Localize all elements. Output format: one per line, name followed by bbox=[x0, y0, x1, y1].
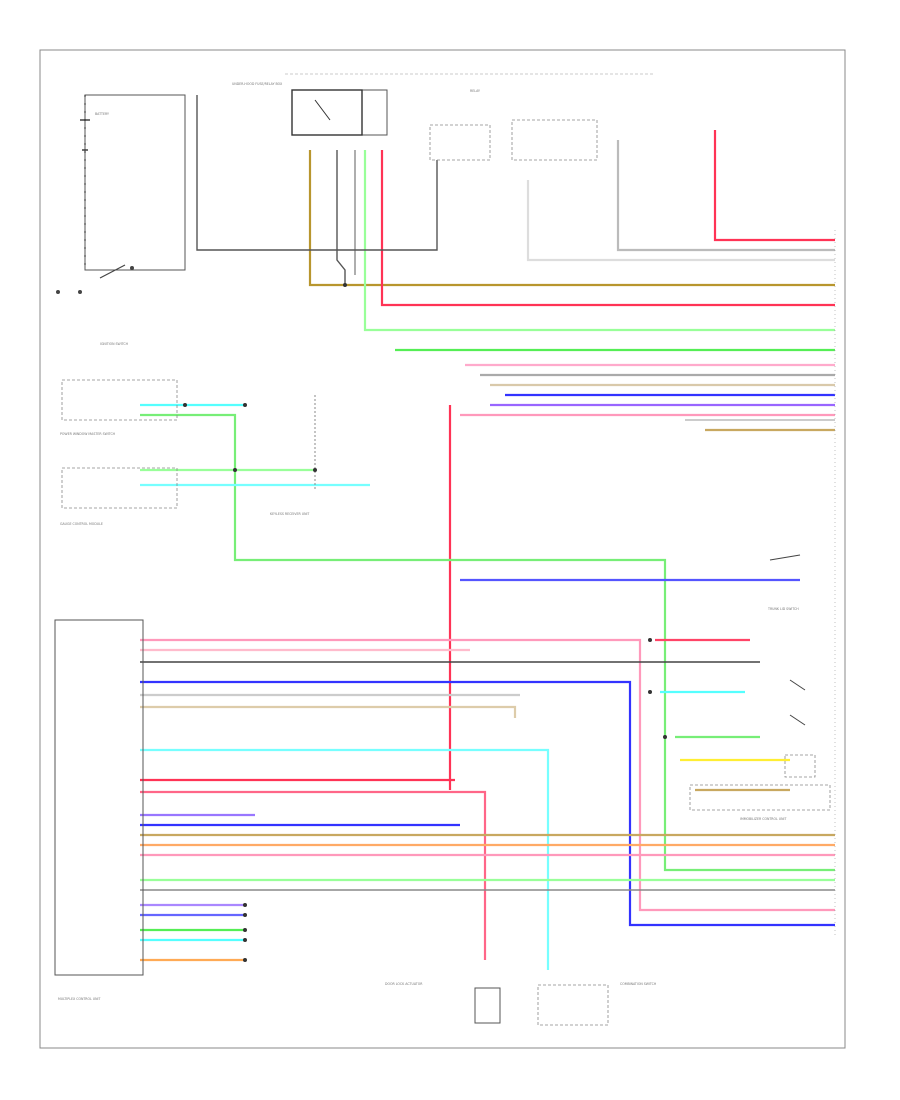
battery-label: BATTERY bbox=[95, 112, 109, 116]
trunk-lid-switch: TRUNK LID SWITCH bbox=[767, 554, 801, 611]
wire-red-top bbox=[713, 130, 835, 242]
combination-switch: COMBINATION SWITCH bbox=[537, 982, 657, 1026]
door-lock-actuator: DOOR LOCK ACTUATOR bbox=[385, 982, 501, 1024]
underhood-fuse-box: UNDER-HOOD FUSE/RELAY BOX bbox=[232, 82, 388, 136]
wire-brown-main bbox=[308, 150, 835, 287]
wires bbox=[140, 95, 835, 970]
combination-switch-label: COMBINATION SWITCH bbox=[620, 982, 657, 986]
wire-pink-3 bbox=[140, 638, 835, 912]
wire-gray-top bbox=[616, 140, 835, 252]
underhood-fuse-label: UNDER-HOOD FUSE/RELAY BOX bbox=[232, 82, 283, 86]
wire-pink-5 bbox=[140, 790, 487, 960]
immobilizer: IMMOBILIZER CONTROL UNIT bbox=[689, 784, 831, 821]
gauge-control: GAUGE CONTROL MODULE bbox=[60, 467, 178, 526]
wire-red-main bbox=[380, 150, 835, 307]
wire-blue-3 bbox=[140, 680, 835, 927]
door-switch bbox=[784, 679, 816, 778]
relay-box: RELAY bbox=[429, 89, 598, 161]
page-frame bbox=[39, 49, 846, 1049]
multiplex-control: MULTIPLEX CONTROL UNIT bbox=[54, 619, 144, 1001]
ignition-switch-label: IGNITION SWITCH bbox=[100, 342, 129, 346]
multiplex-control-label: MULTIPLEX CONTROL UNIT bbox=[58, 997, 100, 1001]
wire-green-left bbox=[140, 413, 835, 872]
ignition-switch: IGNITION SWITCH bbox=[56, 264, 134, 346]
keyless-receiver-label: KEYLESS RECEIVER UNIT bbox=[270, 512, 309, 516]
keyless-receiver: KEYLESS RECEIVER UNIT bbox=[270, 395, 316, 516]
wire-green-1 bbox=[363, 150, 835, 332]
wire-black-top bbox=[196, 95, 438, 251]
wire-tan-2 bbox=[140, 705, 517, 718]
door-lock-actuator-label: DOOR LOCK ACTUATOR bbox=[385, 982, 423, 986]
power-window-master: POWER WINDOW MASTER SWITCH bbox=[60, 379, 178, 436]
power-window-master-label: POWER WINDOW MASTER SWITCH bbox=[60, 432, 116, 436]
battery: BATTERY bbox=[80, 94, 186, 271]
wire-lightgray-top bbox=[526, 180, 835, 262]
immobilizer-label: IMMOBILIZER CONTROL UNIT bbox=[740, 817, 786, 821]
gauge-control-label: GAUGE CONTROL MODULE bbox=[60, 522, 103, 526]
trunk-lid-switch-label: TRUNK LID SWITCH bbox=[767, 607, 799, 611]
wire-black-1 bbox=[336, 150, 346, 285]
junction-dots bbox=[183, 283, 667, 962]
relay-label: RELAY bbox=[470, 89, 480, 93]
wire-cyan-3 bbox=[140, 748, 550, 970]
